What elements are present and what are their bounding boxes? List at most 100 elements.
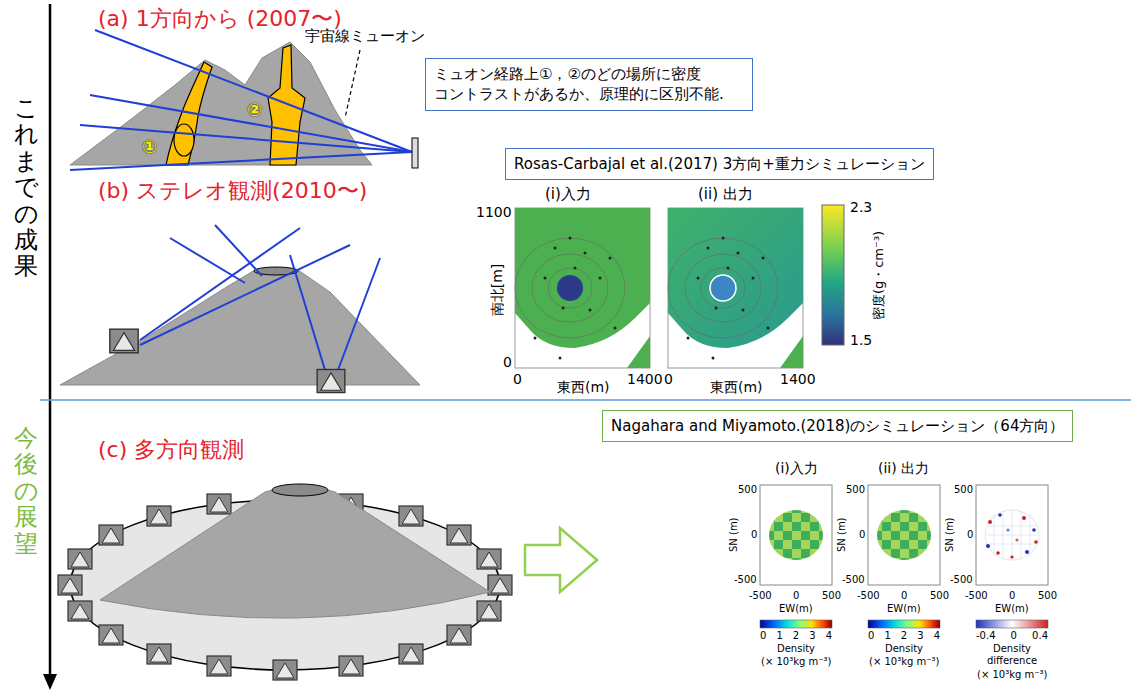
dot — [986, 544, 990, 548]
citation-box: Nagahara and Miyamoto.(2018)のシミュレーション（64… — [602, 410, 1073, 442]
muon-path — [70, 152, 412, 170]
muon-path — [338, 258, 380, 370]
station-dot — [569, 237, 572, 240]
station-dot — [589, 309, 592, 312]
muon-path — [215, 225, 262, 276]
section-divider — [40, 399, 1131, 401]
detector — [447, 525, 471, 545]
map-region — [780, 336, 803, 368]
station-dot — [599, 277, 602, 280]
detector — [68, 549, 92, 569]
axis-tick: 0 — [751, 529, 757, 541]
checkerboard-result — [877, 510, 931, 560]
callout-number: ② — [247, 100, 262, 121]
dot — [1022, 516, 1026, 520]
axis-title: SN (m) — [728, 517, 740, 552]
difference-grid — [986, 510, 1038, 560]
timeline-arrow — [49, 4, 52, 676]
detector — [273, 660, 297, 680]
colorbar-title: 密度(g・cm⁻³) — [872, 231, 887, 320]
axis-tick: -500 — [749, 590, 772, 602]
density-map — [668, 208, 803, 368]
colorbar-unit: (× 10³kg m⁻³) — [761, 656, 831, 668]
axis-tick: 500 — [738, 484, 757, 496]
colorbar-title: Density difference — [970, 643, 1054, 666]
volcano — [100, 486, 490, 618]
axis-tick: 0 — [859, 529, 865, 541]
dot — [1032, 528, 1036, 532]
colorbar-tick: 0 1 2 3 4 — [760, 630, 832, 642]
plot-frame — [976, 485, 1048, 585]
contour — [668, 238, 778, 338]
detector — [488, 575, 512, 595]
axis-tick: 0 — [901, 590, 907, 602]
note-box: ミュオン経路上①，②のどの場所に密度 コントラストがあるか、原理的に区別不能. — [425, 58, 753, 111]
plot-title: (ii) 出力 — [698, 186, 753, 203]
plot-title: (i)入力 — [775, 460, 818, 476]
detector — [399, 506, 423, 526]
colorbar-title: Density — [885, 643, 923, 655]
detector — [110, 329, 138, 353]
dot — [998, 513, 1002, 517]
colorbar — [868, 620, 940, 628]
station-dot — [742, 309, 745, 312]
axis-title: SN (m) — [836, 517, 848, 552]
plot-title: (ii) 出力 — [878, 460, 929, 476]
muon-paths — [140, 225, 380, 370]
detector — [68, 601, 92, 621]
station-dot — [737, 252, 740, 255]
station-dot — [609, 257, 612, 260]
detector — [399, 644, 423, 664]
detector — [147, 644, 171, 664]
dot — [996, 551, 1000, 555]
detector — [339, 656, 363, 676]
station-dot — [762, 257, 765, 260]
muon-path — [90, 95, 412, 152]
grid-line — [988, 544, 1036, 545]
dot — [1034, 540, 1038, 544]
volcano — [70, 42, 372, 165]
colorbar — [822, 205, 844, 345]
detector — [477, 549, 501, 569]
dot — [1010, 555, 1013, 558]
axis-tick: 500 — [930, 590, 949, 602]
axis-title: 南北[m] — [489, 264, 505, 317]
map-region — [515, 208, 650, 348]
checkerboard-model — [769, 510, 823, 560]
detector — [317, 369, 345, 392]
grid-line — [986, 535, 1038, 536]
axis-tick: -500 — [734, 574, 757, 586]
colorbar — [976, 620, 1048, 628]
plot-frame — [868, 485, 940, 585]
axis-tick: 1100 — [476, 204, 512, 220]
axis-title: 東西(m) — [710, 379, 763, 395]
leader-line — [345, 50, 360, 118]
axis-tick: 0 — [664, 371, 673, 387]
muon-path — [95, 30, 412, 152]
muon-path — [140, 245, 350, 345]
station-dot — [752, 277, 755, 280]
station-dot — [722, 237, 725, 240]
axis-title: 東西(m) — [557, 379, 610, 395]
station-dot — [707, 247, 710, 250]
contour — [532, 254, 608, 322]
box-text: Nagahara and Miyamoto.(2018)のシミュレーション（64… — [611, 416, 1064, 436]
magma-dike — [174, 124, 194, 156]
detector — [412, 138, 418, 168]
contour — [685, 254, 761, 322]
station-dot — [574, 267, 577, 270]
axis-title: SN (m) — [944, 517, 956, 552]
station-dot — [614, 327, 617, 330]
axis-tick: 0 — [793, 590, 799, 602]
map-region — [627, 336, 650, 368]
axis-title: EW(m) — [995, 603, 1029, 615]
dot — [988, 520, 992, 524]
station-dot — [562, 307, 565, 310]
station-dot — [534, 337, 537, 340]
colorbar-tick: 0 1 2 3 4 — [868, 630, 940, 642]
low-density-anomaly — [710, 275, 736, 301]
magma-conduit — [268, 45, 305, 165]
station-dot — [584, 252, 587, 255]
dot — [1015, 538, 1018, 541]
